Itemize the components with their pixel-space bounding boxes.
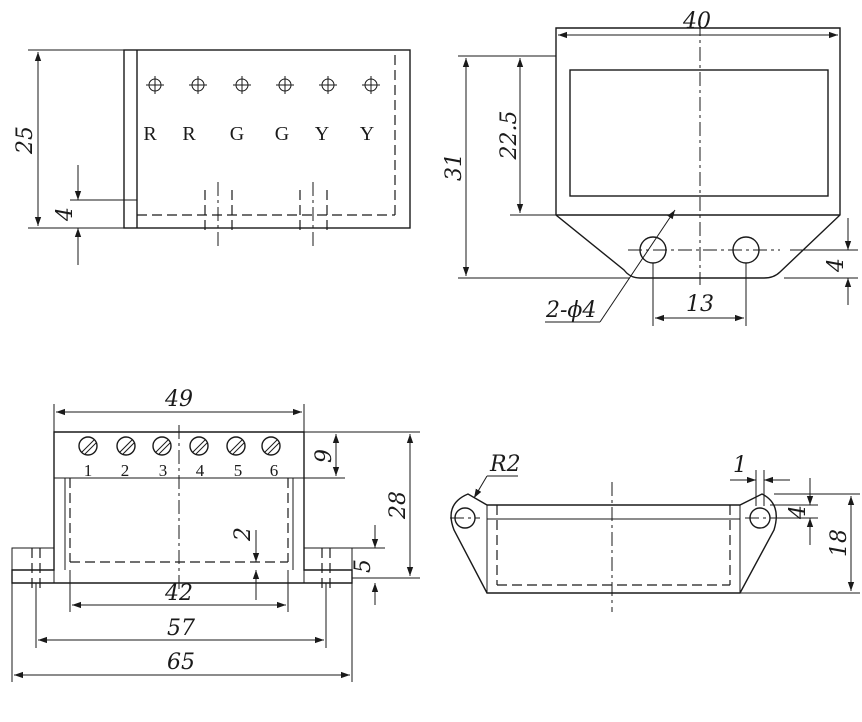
front-dim-base: 4 bbox=[53, 165, 137, 265]
dim-label: 40 bbox=[682, 9, 711, 34]
dim-label: 9 bbox=[312, 449, 337, 463]
terminal-number: 4 bbox=[196, 461, 205, 480]
slotted-screw-icon bbox=[152, 436, 172, 456]
dim-label: 49 bbox=[164, 387, 193, 412]
dim-label: 13 bbox=[686, 292, 714, 317]
box-dim-hole-span: 57 bbox=[35, 583, 327, 648]
side-hole-callout: 2-ϕ4 bbox=[545, 209, 676, 323]
terminal-letter: R bbox=[182, 123, 196, 145]
dim-label: 2-ϕ4 bbox=[545, 298, 596, 323]
side-dim-height: 31 bbox=[442, 55, 630, 279]
front-view: R R G G Y Y 25 4 bbox=[13, 49, 411, 265]
side-body-outline bbox=[555, 27, 841, 279]
dim-label: 65 bbox=[167, 650, 195, 675]
front-terminal-screws bbox=[146, 76, 380, 94]
terminal-number: 3 bbox=[159, 461, 168, 480]
side-window bbox=[569, 69, 829, 197]
terminal-screws bbox=[78, 436, 281, 456]
terminal-letter: Y bbox=[360, 123, 374, 145]
box-dim-flange: 5 bbox=[351, 525, 385, 605]
side-dim-hole-pitch: 13 bbox=[652, 263, 747, 326]
dim-label: 18 bbox=[827, 529, 852, 557]
dim-label: 1 bbox=[733, 453, 747, 478]
flange-left bbox=[11, 547, 55, 584]
terminal-letter: G bbox=[230, 123, 244, 145]
slotted-screw-icon bbox=[226, 436, 246, 456]
box-dim-strip: 9 bbox=[304, 434, 345, 479]
dim-label: R2 bbox=[489, 452, 521, 477]
dim-label: 31 bbox=[442, 153, 467, 181]
terminal-screw-icon bbox=[233, 76, 251, 94]
front-dim-height: 25 bbox=[13, 49, 124, 229]
bottom-left-view: 1 2 3 4 5 6 49 9 28 bbox=[11, 387, 420, 682]
plan-body-outline bbox=[450, 493, 777, 594]
side-view: 40 31 22.5 4 13 bbox=[442, 9, 858, 326]
box-dim-wall: 2 bbox=[231, 527, 260, 600]
terminal-number: 1 bbox=[84, 461, 93, 480]
dim-label: 4 bbox=[786, 505, 811, 520]
plan-dim-height: 18 bbox=[740, 493, 860, 594]
bottom-right-view: R2 1 4 18 bbox=[450, 452, 860, 612]
dim-label: 28 bbox=[386, 491, 411, 520]
plan-radius-callout: R2 bbox=[473, 452, 521, 499]
terminal-screw-icon bbox=[189, 76, 207, 94]
terminal-screw-icon bbox=[276, 76, 294, 94]
terminal-box-outline bbox=[11, 431, 353, 584]
dim-label: 25 bbox=[13, 126, 38, 155]
dim-label: 57 bbox=[167, 616, 195, 641]
terminal-letter: Y bbox=[315, 123, 329, 145]
slotted-screw-icon bbox=[78, 436, 98, 456]
dim-label: 42 bbox=[164, 581, 193, 606]
slotted-screw-icon bbox=[261, 436, 281, 456]
slotted-screw-icon bbox=[116, 436, 136, 456]
terminal-screw-icon bbox=[362, 76, 380, 94]
terminal-number: 6 bbox=[270, 461, 279, 480]
terminal-screw-icon bbox=[146, 76, 164, 94]
dim-label: 5 bbox=[351, 559, 376, 573]
plan-dim-flange: 4 bbox=[770, 478, 818, 545]
box-dim-top: 49 bbox=[53, 387, 305, 432]
dim-label: 4 bbox=[53, 207, 78, 222]
slotted-screw-icon bbox=[189, 436, 209, 456]
terminal-letter: G bbox=[275, 123, 289, 145]
dim-label: 4 bbox=[824, 258, 849, 273]
terminal-screw-icon bbox=[319, 76, 337, 94]
box-dim-height: 28 bbox=[304, 431, 420, 579]
front-terminal-letters: R R G G Y Y bbox=[143, 123, 374, 145]
side-dim-window: 22.5 bbox=[497, 58, 556, 216]
dim-label: 2 bbox=[231, 527, 256, 542]
dim-label: 22.5 bbox=[497, 111, 522, 161]
terminal-letter: R bbox=[143, 123, 157, 145]
plan-dim-wall: 1 bbox=[730, 453, 790, 506]
terminal-number: 5 bbox=[234, 461, 243, 480]
front-body-outline bbox=[123, 49, 411, 229]
side-dim-tab: 4 bbox=[784, 218, 858, 305]
box-dim-overall: 65 bbox=[11, 583, 353, 682]
side-dim-width: 40 bbox=[558, 9, 838, 39]
box-dim-inner: 42 bbox=[69, 570, 289, 612]
terminal-numbers: 1 2 3 4 5 6 bbox=[84, 461, 279, 480]
terminal-number: 2 bbox=[121, 461, 130, 480]
flange-right bbox=[303, 547, 353, 584]
plan-body-inner bbox=[486, 504, 741, 594]
